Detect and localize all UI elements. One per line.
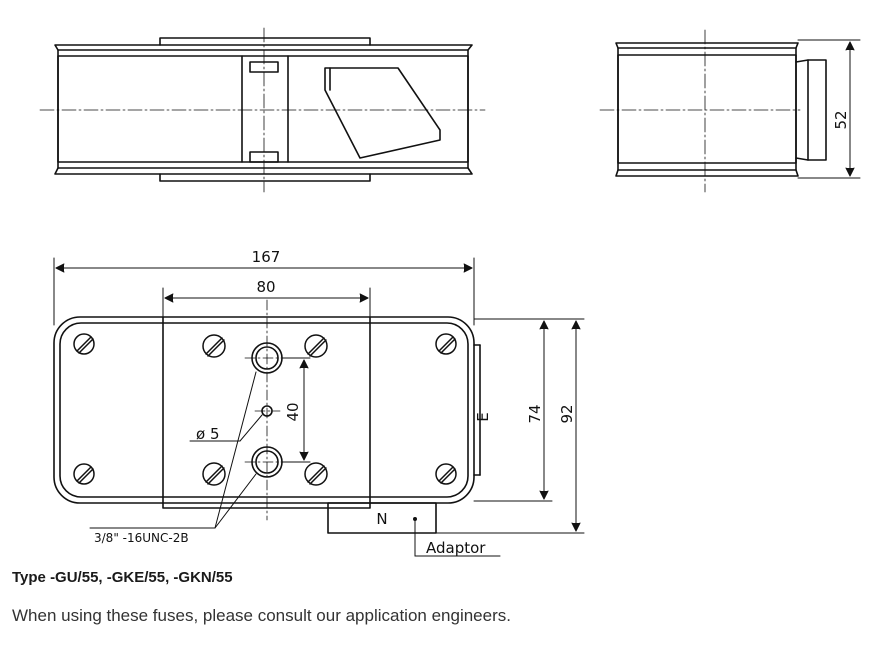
application-note: When using these fuses, please consult o…: [12, 606, 511, 625]
thread-label: 3/8" -16UNC-2B: [94, 531, 189, 545]
side-view: [615, 42, 827, 177]
screw-icon: [73, 463, 95, 485]
dimension-74: [473, 318, 553, 502]
screw-icon: [304, 334, 328, 358]
dimension-40: [282, 357, 311, 463]
screw-icon: [435, 463, 457, 485]
hole-diameter-label: ø 5: [196, 425, 220, 443]
screws: [73, 333, 457, 486]
dimension-74-label: 74: [526, 404, 544, 423]
leaders: [89, 371, 501, 557]
screw-icon: [73, 333, 95, 355]
dimension-40-label: 40: [284, 402, 302, 421]
dimension-52: [797, 39, 861, 179]
dimension-52-label: 52: [832, 110, 850, 129]
n-mark-label: N: [376, 510, 387, 528]
side-view-centerlines: [599, 29, 801, 193]
adaptor-label: Adaptor: [426, 539, 486, 557]
dimension-80: [162, 287, 371, 318]
type-title: Type -GU/55, -GKE/55, -GKN/55: [12, 569, 233, 586]
top-view: [54, 37, 473, 182]
top-view-centerlines: [39, 27, 486, 193]
front-view: [53, 316, 481, 534]
screw-icon: [304, 462, 328, 486]
dimension-92-label: 92: [558, 404, 576, 423]
e-mark-label: E: [474, 412, 492, 421]
dimension-167: [53, 257, 475, 326]
screw-icon: [202, 462, 226, 486]
dimension-92: [435, 318, 585, 534]
technical-drawing: 52 167 80 40 74 92 ø 5 E N 3/8" -16UNC-2…: [39, 27, 861, 557]
screw-icon: [202, 334, 226, 358]
dimension-167-label: 167: [252, 248, 281, 266]
dimension-80-label: 80: [256, 278, 275, 296]
screw-icon: [435, 333, 457, 355]
